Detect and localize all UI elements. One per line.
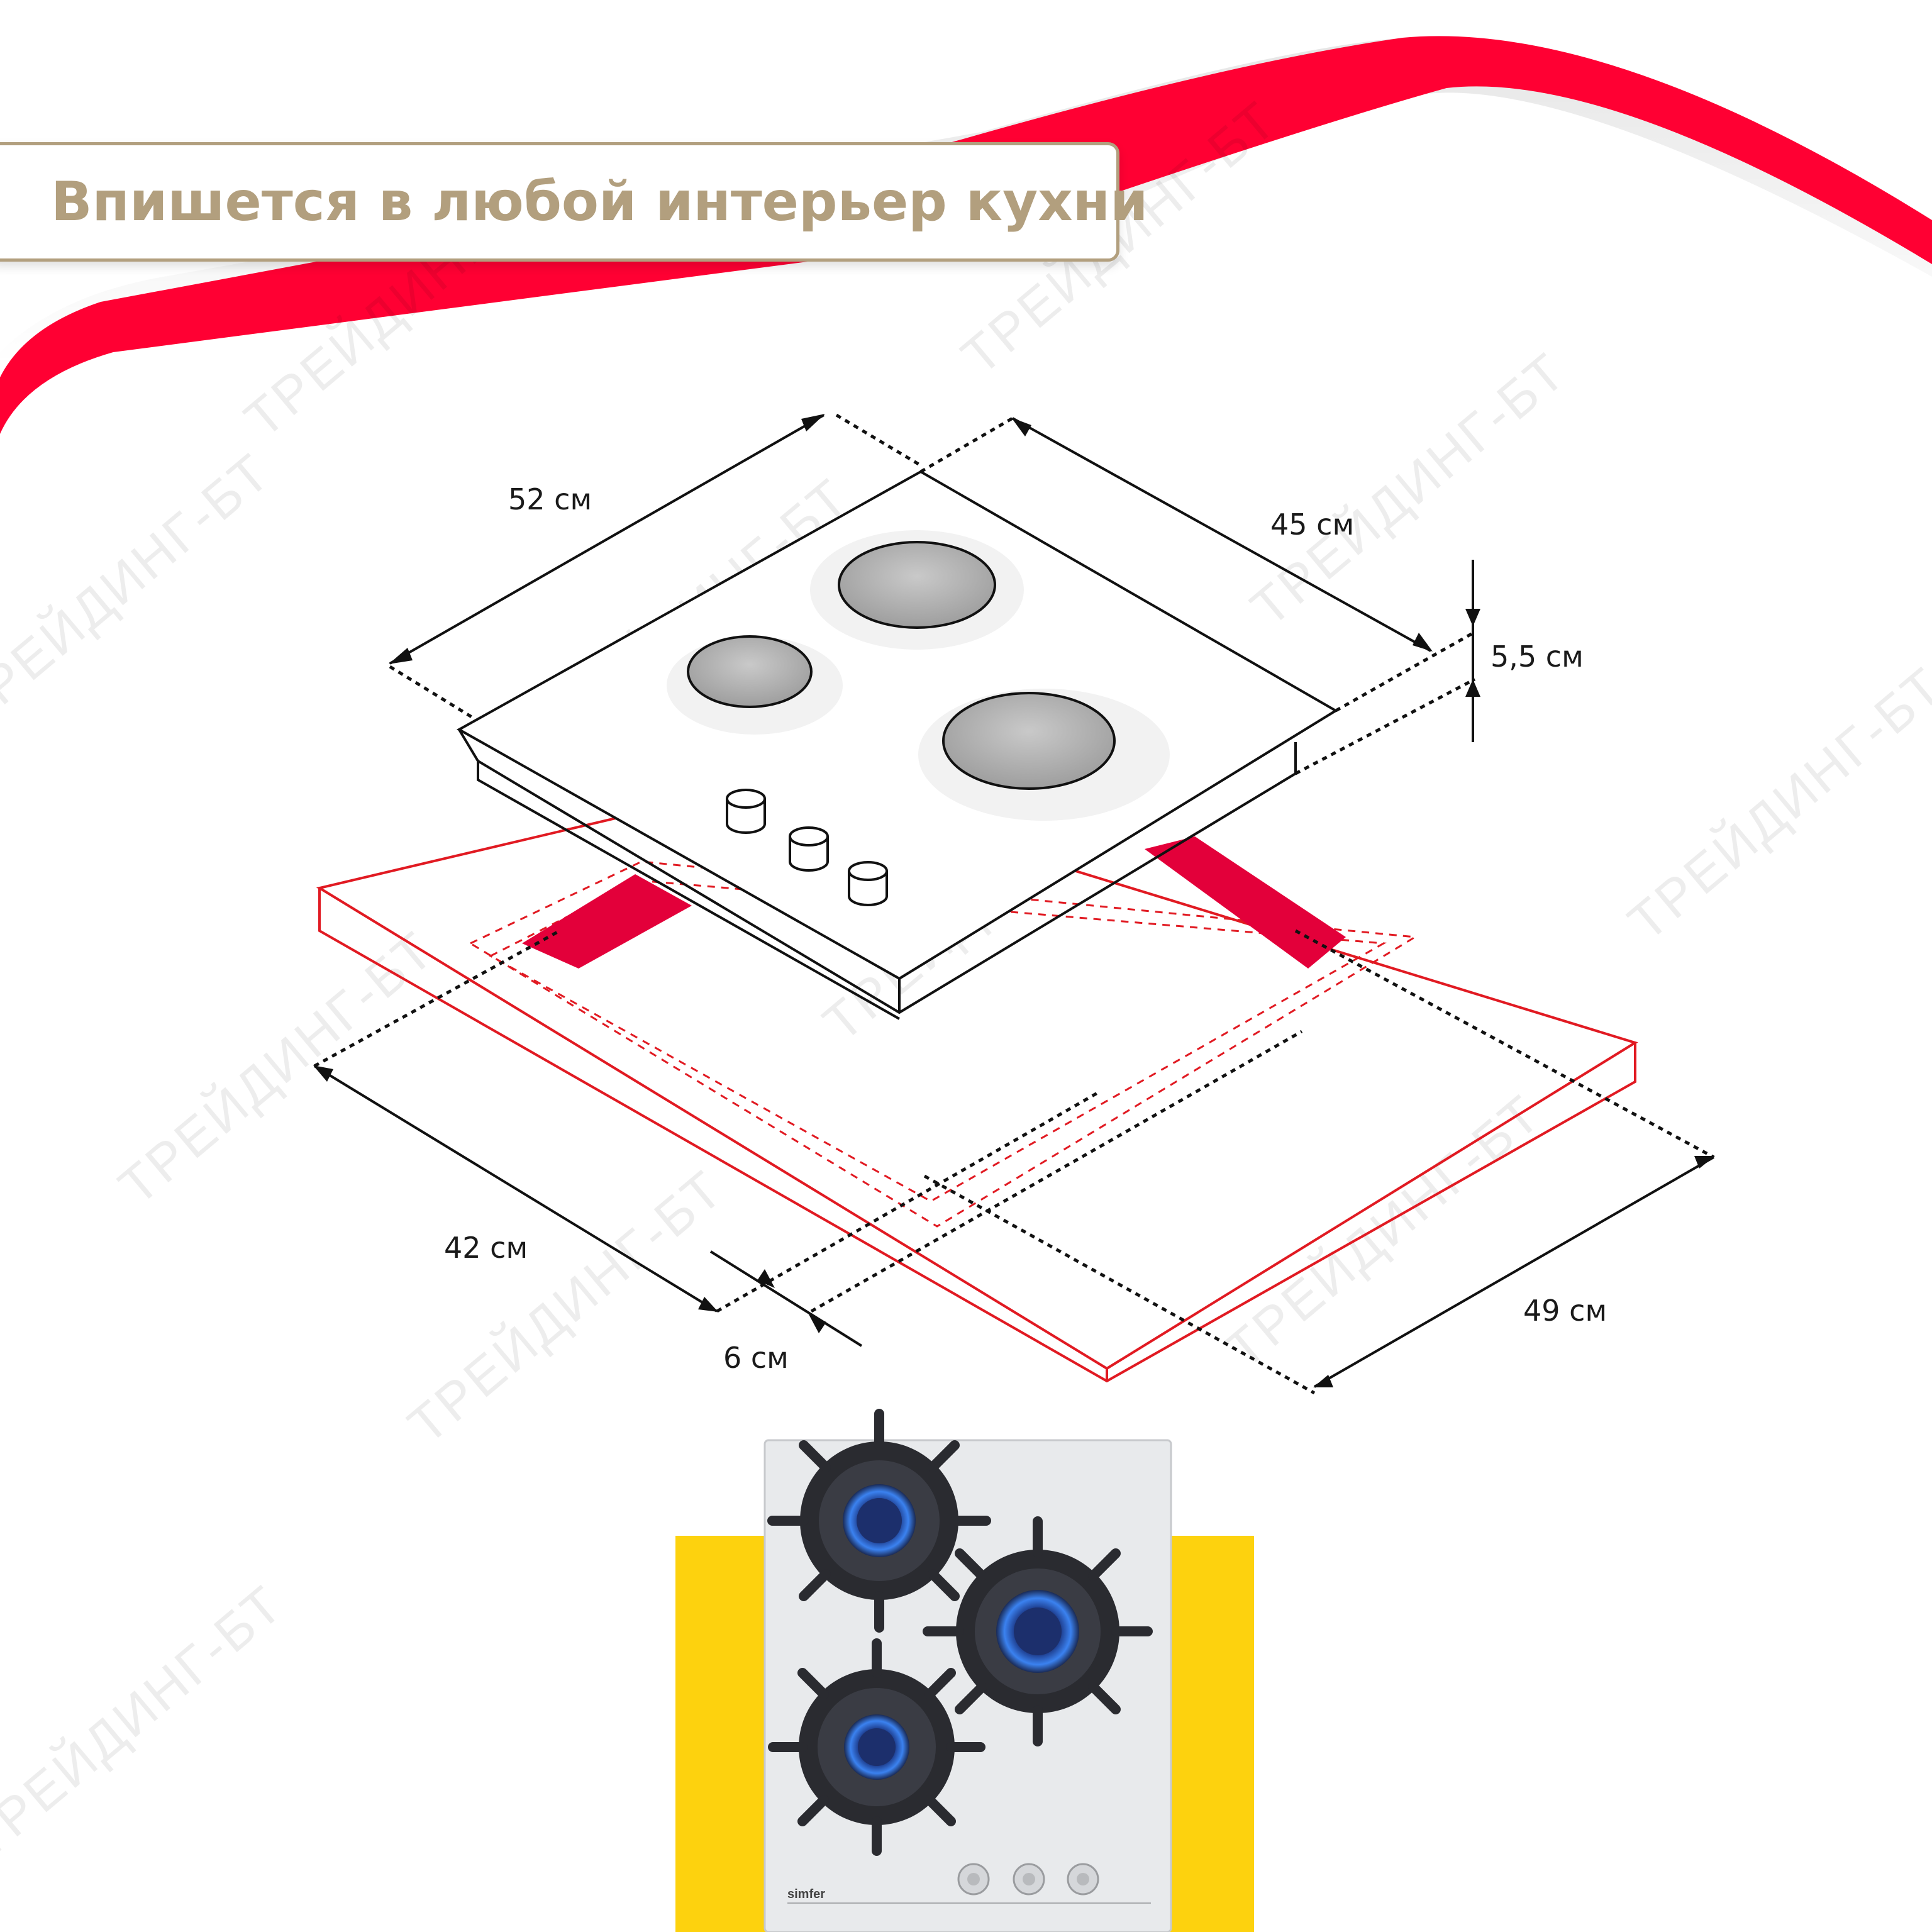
burner-icon: [918, 689, 1170, 821]
cooktop-outline: [456, 470, 1338, 1020]
knob-icon: [848, 861, 888, 906]
watermark-text: ТРЕЙДИНГ-БТ: [1214, 1083, 1552, 1380]
burner-icon: [667, 635, 843, 735]
dim-edge-gap-line: [709, 1250, 863, 1347]
knob-icon: [957, 1863, 990, 1896]
dimension-arrows: [313, 414, 1715, 1387]
label-edge-gap: 6 см: [723, 1341, 789, 1375]
knob-icon: [789, 826, 829, 872]
dimension-lines: [313, 413, 1715, 1395]
burner-icon: [810, 530, 1024, 650]
knob-icon: [1013, 1863, 1045, 1896]
burner-icon: [767, 1409, 991, 1633]
watermark-text: ТРЕЙДИНГ-БТ: [0, 441, 282, 738]
watermark-text: ТРЕЙДИНГ-БТ: [108, 919, 445, 1216]
dim-hob-width-line: [389, 414, 824, 665]
watermark-text: ТРЕЙДИНГ-БТ: [1617, 655, 1932, 952]
gas-hob-photo: simfer: [675, 1409, 1254, 1932]
dim-cutout-depth-line: [1314, 1156, 1714, 1388]
brand-label: simfer: [787, 1887, 825, 1901]
burner-icon: [768, 1638, 985, 1856]
photo-knobs: [957, 1863, 1099, 1896]
knob-icon: [1067, 1863, 1099, 1896]
label-cutout-depth: 49 см: [1523, 1294, 1607, 1328]
cutout-inner-outline: [488, 879, 1387, 1202]
dim-hob-depth-line: [1012, 417, 1431, 652]
dimension-labels: 52 см 45 см 5,5 см 42 см 49 см 6 см: [444, 482, 1607, 1375]
label-hob-depth: 45 см: [1270, 508, 1354, 541]
label-hob-width: 52 см: [508, 482, 592, 516]
label-cutout-width: 42 см: [444, 1231, 528, 1265]
burner-icon: [923, 1516, 1153, 1746]
countertop-front-edge: [318, 888, 1636, 1383]
title-banner: Впишется в любой интерьер кухни: [0, 142, 1148, 262]
page-title: Впишется в любой интерьер кухни: [51, 170, 1148, 233]
label-hob-height: 5,5 см: [1491, 640, 1584, 674]
cutout-shadows: [522, 836, 1346, 969]
dim-cutout-width-line: [313, 1065, 718, 1313]
watermark-text: ТРЕЙДИНГ-БТ: [397, 1158, 735, 1455]
watermark-text: ТРЕЙДИНГ-БТ: [1240, 341, 1577, 638]
cutout-outline: [468, 860, 1418, 1228]
watermark-text: ТРЕЙДИНГ-БТ: [0, 1574, 294, 1870]
knob-icon: [726, 789, 766, 834]
